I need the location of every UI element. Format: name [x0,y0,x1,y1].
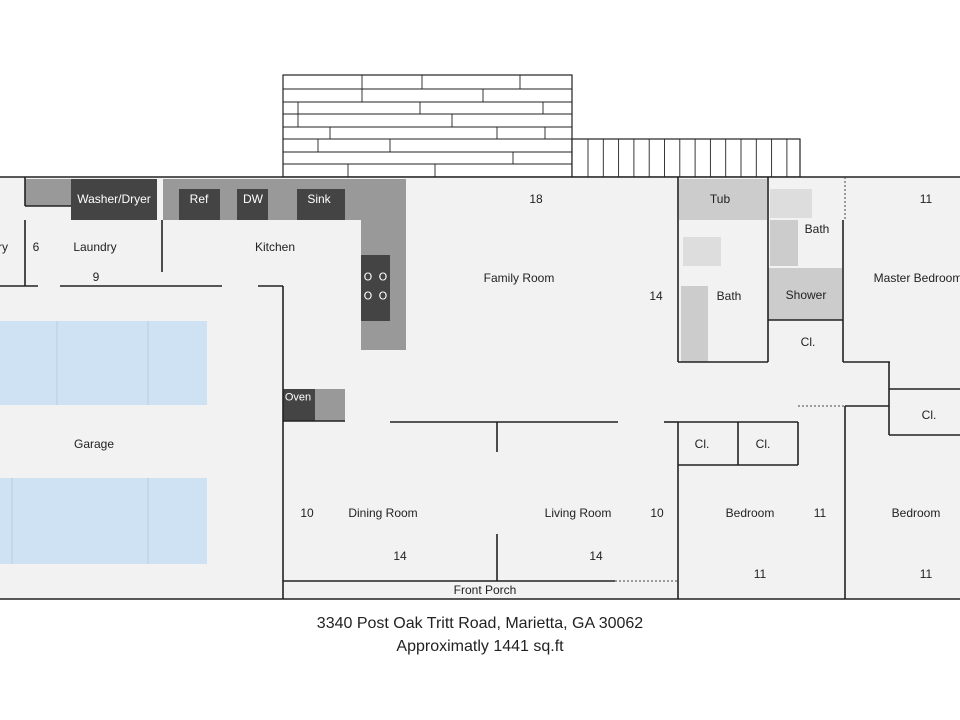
oven-label: Oven [284,391,312,404]
master-bedroom-label: Master Bedroom [873,271,960,285]
burner-icon: O [363,289,373,303]
property-area: Approximatly 1441 sq.ft [396,638,564,655]
dining-room-dim-a: 10 [300,506,314,520]
bedroom-2-dim: 11 [919,567,933,581]
sink-label: Sink [307,192,331,206]
burner-icon: O [378,270,388,284]
bedroom-1-dim-b: 11 [753,567,767,581]
bedroom-2-label: Bedroom [891,506,941,520]
family-room-label: Family Room [483,271,555,285]
bath-fixtures [679,179,842,362]
family-room-dim-b: 14 [649,289,663,303]
refrigerator-label: Ref [189,192,209,206]
bedroom-closet-2-label: Cl. [755,437,771,451]
garage-label: Garage [73,437,115,451]
dining-room-label: Dining Room [348,506,418,520]
laundry-dim-a: 6 [32,240,40,254]
living-room-dim-a: 10 [650,506,664,520]
dining-room-dim-b: 14 [393,549,407,563]
bedroom-1-dim-a: 11 [813,506,827,520]
washer-dryer-label: Washer/Dryer [77,192,151,206]
dishwasher-label: DW [243,192,263,206]
openings [615,177,846,582]
living-room-label: Living Room [544,506,612,520]
burner-icon: O [378,289,388,303]
master-bedroom-dim: 11 [919,192,933,206]
laundry-label: Laundry [73,240,117,254]
burner-icon: O [363,270,373,284]
family-room-dim-a: 18 [529,192,543,206]
living-room-dim-b: 14 [589,549,603,563]
garage-cars [0,321,207,564]
front-porch-label: Front Porch [453,583,517,597]
laundry-dim-b: 9 [92,270,100,284]
master-bath-label: Bath [804,222,830,236]
kitchen-counters [25,179,406,421]
pantry-label: ry [0,240,8,254]
right-closet-label: Cl. [921,408,937,422]
hall-bath-label: Bath [716,289,742,303]
master-closet-label: Cl. [800,335,816,349]
kitchen-label: Kitchen [254,240,296,254]
rear-steps [571,138,801,178]
tub-label: Tub [709,192,731,206]
walls [0,176,960,600]
deck [282,74,573,178]
shower-label: Shower [785,288,827,302]
bedroom-1-label: Bedroom [725,506,775,520]
bedroom-closet-1-label: Cl. [694,437,710,451]
property-address: 3340 Post Oak Tritt Road, Marietta, GA 3… [316,615,644,632]
appliances [71,179,390,421]
